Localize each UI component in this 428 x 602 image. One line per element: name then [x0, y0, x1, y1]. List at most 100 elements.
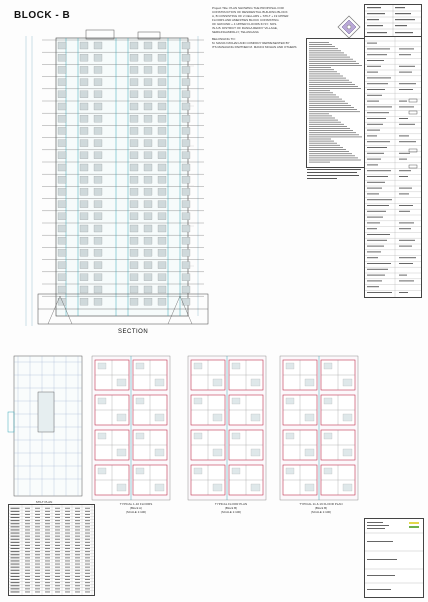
- window-mark: [143, 102, 153, 111]
- sched-cell: [10, 541, 20, 543]
- cell-text: [367, 100, 379, 102]
- window-mark: [57, 54, 67, 62]
- window-mark: [157, 41, 167, 50]
- window-mark: [157, 90, 167, 98]
- cell-text: [367, 65, 381, 67]
- sched-cell: [55, 582, 60, 584]
- sched-cell: [35, 557, 40, 559]
- sched-cell: [35, 569, 40, 571]
- window-mark: [93, 176, 103, 184]
- window-mark: [129, 224, 139, 233]
- block-title: BLOCK - B: [14, 10, 71, 21]
- note-line: [309, 42, 329, 43]
- window-mark: [93, 151, 103, 159]
- area-statement-table: [365, 37, 421, 297]
- sched-cell: [35, 585, 40, 587]
- sched-cell: [75, 563, 80, 565]
- room-fill: [97, 467, 107, 475]
- sched-cell: [75, 523, 80, 525]
- sched-cell: [75, 554, 80, 556]
- sched-cell: [85, 551, 90, 553]
- window-mark: [157, 224, 167, 233]
- cell-value: [399, 187, 412, 189]
- plan-caption-typical-a: TYPICAL 1-10 FLOORS (Block A) (SCALE 1:1…: [101, 502, 171, 514]
- window-mark: [93, 224, 103, 233]
- window-mark: [143, 212, 153, 220]
- window-mark: [143, 298, 153, 306]
- room-fill: [97, 432, 107, 440]
- cell-value: [399, 263, 413, 264]
- project-title-line: A, B CONSISTING OF 2 CELLARS + STILT + 1…: [212, 14, 289, 18]
- sched-cell: [35, 566, 40, 568]
- window-mark: [79, 90, 89, 98]
- window-mark: [79, 102, 89, 111]
- window-mark: [181, 298, 191, 306]
- note-line: [309, 136, 362, 138]
- sched-cell: [85, 579, 90, 580]
- window-mark: [57, 163, 67, 172]
- note-line: [309, 63, 359, 64]
- cell-value: [399, 205, 413, 206]
- note-line: [309, 96, 339, 98]
- sched-cell: [75, 579, 80, 580]
- note-line: [309, 123, 344, 125]
- window-mark: [181, 127, 191, 135]
- sched-cell: [85, 591, 90, 593]
- signature-block: [364, 518, 424, 598]
- sched-cell: [65, 517, 70, 518]
- sched-cell: [75, 560, 80, 562]
- cell-text: [367, 199, 392, 201]
- cell-value: [399, 222, 414, 224]
- sched-cell: [25, 588, 30, 590]
- note-line: [309, 44, 332, 45]
- window-mark: [129, 298, 139, 306]
- sched-cell: [85, 569, 90, 571]
- room-fill: [212, 378, 223, 387]
- cell-text: [367, 54, 387, 56]
- note-line: [309, 151, 349, 152]
- window-mark: [129, 261, 139, 269]
- window-mark: [93, 212, 103, 220]
- window-mark: [181, 163, 191, 172]
- sched-cell: [10, 591, 20, 593]
- window-mark: [181, 102, 191, 111]
- sched-cell: [55, 523, 60, 525]
- room-fill: [231, 397, 241, 405]
- sched-cell: [85, 526, 90, 528]
- sched-cell: [45, 588, 50, 590]
- cell-text: [367, 71, 378, 73]
- project-title-line: M. MANOJ MOHAN AND COMPANY REPRESENTED B…: [212, 41, 290, 45]
- room-fill: [212, 413, 223, 422]
- window-mark: [57, 188, 67, 196]
- plan-caption-scale: (SCALE 1:100): [125, 510, 147, 514]
- cell-value: [399, 89, 413, 90]
- sched-cell: [10, 572, 20, 574]
- window-mark: [93, 285, 103, 294]
- room-fill: [304, 448, 315, 457]
- window-mark: [79, 78, 89, 86]
- window-mark: [93, 54, 103, 62]
- window-mark: [79, 66, 89, 74]
- window-mark: [79, 163, 89, 172]
- sched-cell: [65, 582, 70, 584]
- room-fill: [250, 448, 261, 457]
- window-mark: [129, 273, 139, 281]
- room-fill: [342, 448, 353, 457]
- sched-cell: [10, 535, 20, 537]
- sched-cell: [10, 520, 20, 522]
- project-title-line: OF GROUND + 4 UPPER FLOORS IN SY. NOS.: [212, 22, 278, 26]
- stamp-box: [408, 110, 418, 115]
- sched-cell: [25, 572, 30, 574]
- sched-cell: [85, 523, 90, 525]
- window-mark: [79, 285, 89, 294]
- window-mark: [129, 90, 139, 98]
- sched-cell: [75, 576, 80, 577]
- sched-cell: [45, 554, 50, 556]
- sched-cell: [10, 514, 20, 515]
- plan-caption-block: (Block B): [224, 506, 238, 510]
- sched-cell: [85, 576, 90, 577]
- cell-text: [367, 123, 383, 125]
- note-line: [309, 100, 345, 102]
- sched-cell: [65, 510, 70, 512]
- sched-cell: [35, 538, 40, 540]
